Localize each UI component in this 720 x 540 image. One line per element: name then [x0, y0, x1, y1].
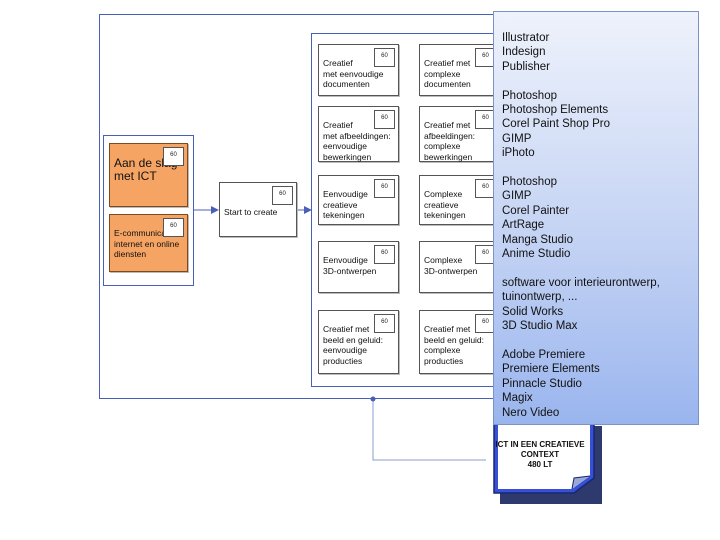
software-name: iPhoto: [502, 147, 535, 160]
module-label: Aan de slag met ICT: [114, 156, 177, 183]
software-name: tuinontwerp, ...: [502, 291, 578, 304]
software-name: Manga Studio: [502, 233, 573, 246]
software-group: software voor interieurontwerp, tuinontwe…: [502, 276, 698, 334]
hours-badge: 60: [374, 245, 395, 264]
module-box-row5-right: Creatief met beeld en geluid: complexe p…: [419, 310, 500, 374]
document-line: CONTEXT: [520, 450, 560, 459]
module-label: Creatief met afbeeldingen: complexe bewe…: [424, 120, 476, 162]
module-label: Creatief met beeld en geluid: complexe p…: [424, 324, 485, 366]
software-name: ArtRage: [502, 219, 545, 232]
module-label: Complexe 3D-ontwerpen: [424, 255, 478, 276]
software-name: Photoshop Elements: [502, 104, 609, 117]
software-name: GIMP: [502, 190, 532, 203]
module-box-row5-left: Creatief met beeld en geluid: eenvoudige…: [318, 310, 399, 374]
module-box-row3-left: Eenvoudige creatieve tekeningen 60: [318, 175, 399, 225]
module-box-row2-left: Creatief met afbeeldingen: eenvoudige be…: [318, 106, 399, 162]
software-name: software voor interieurontwerp,: [502, 276, 660, 289]
hours-badge: 60: [374, 314, 395, 333]
software-name: Corel Painter: [502, 204, 570, 217]
software-name: Publisher: [502, 60, 550, 73]
module-label: Creatief met complexe documenten: [424, 58, 471, 89]
software-name: GIMP: [502, 132, 532, 145]
module-label: Eenvoudige creatieve tekeningen: [323, 189, 368, 220]
software-name: Anime Studio: [502, 248, 571, 261]
hours-badge: 60: [163, 218, 184, 237]
software-name: Photoshop: [502, 176, 557, 189]
module-label: E-communicatie, internet en online diens…: [114, 228, 180, 259]
connector-document: [372, 399, 486, 461]
module-label: Start to create: [224, 207, 278, 217]
software-name: Photoshop: [502, 89, 557, 102]
module-label: Creatief met afbeeldingen: eenvoudige be…: [323, 120, 391, 162]
module-label: Complexe creatieve tekeningen: [424, 189, 466, 220]
software-name: Pinnacle Studio: [502, 377, 582, 390]
software-name: Indesign: [502, 46, 546, 59]
software-name: Corel Paint Shop Pro: [502, 118, 611, 131]
connector-dot: [370, 396, 376, 402]
module-label: Eenvoudige 3D-ontwerpen: [323, 255, 377, 276]
hours-badge: 60: [374, 110, 395, 129]
document-line: ICT IN EEN CREATIEVE: [495, 440, 585, 449]
document-label: ICT IN EEN CREATIEVE CONTEXT 480 LT: [490, 440, 590, 470]
module-box-aan-de-slag: Aan de slag met ICT 60: [109, 143, 188, 207]
hours-badge: 60: [374, 48, 395, 67]
module-box-start-to-create: Start to create 60: [219, 182, 297, 237]
document-icon: [493, 420, 602, 504]
module-label: Creatief met eenvoudige documenten: [323, 58, 384, 89]
module-box-e-communicatie: E-communicatie, internet en online diens…: [109, 214, 188, 272]
document-line: 480 LT: [527, 460, 553, 469]
software-name: 3D Studio Max: [502, 320, 578, 333]
hours-badge: 60: [374, 179, 395, 198]
module-box-row2-right: Creatief met afbeeldingen: complexe bewe…: [419, 106, 500, 162]
software-name: Illustrator: [502, 32, 550, 44]
software-name: Adobe Premiere: [502, 348, 586, 361]
software-name: Magix: [502, 392, 533, 405]
hours-badge: 60: [272, 186, 293, 205]
software-name: Nero Video: [502, 406, 560, 419]
module-label: Creatief met beeld en geluid: eenvoudige…: [323, 324, 384, 366]
software-name: Premiere Elements: [502, 363, 600, 376]
hours-badge: 60: [163, 147, 184, 166]
software-name: Solid Works: [502, 305, 564, 318]
